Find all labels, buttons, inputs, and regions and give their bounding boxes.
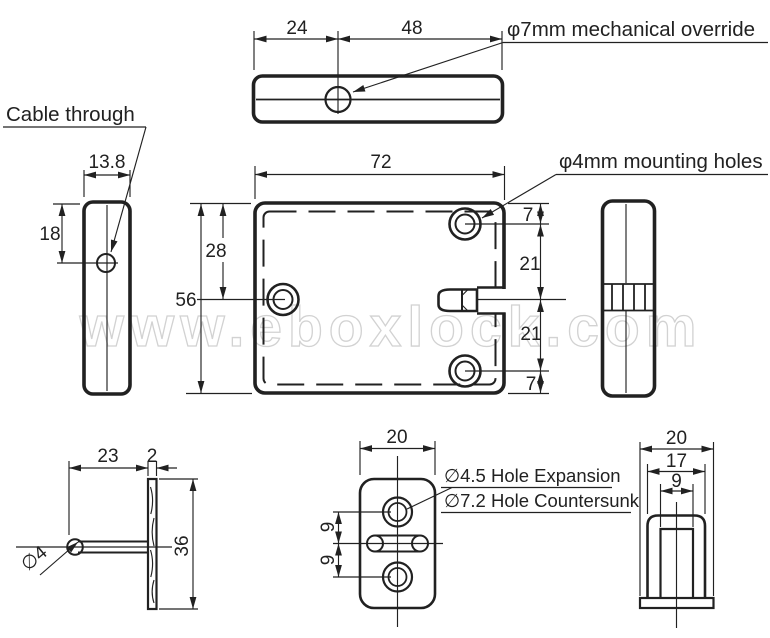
dim-56-text: 56: [175, 290, 196, 311]
dim-7-bottom-text: 7: [526, 374, 537, 395]
dim-17-text: 17: [666, 451, 687, 472]
dim-21-upper-text: 21: [519, 254, 540, 275]
dim-2-text: 2: [147, 446, 158, 467]
hole-spec-leader: [406, 486, 453, 510]
dim-18-text: 18: [39, 224, 60, 245]
dim-28-text: 28: [205, 241, 226, 262]
latch-pin-view: ∅4 23 2 36: [16, 446, 198, 611]
top-view: 24 48: [251, 18, 505, 124]
hole-spec-labels: ∅4.5 Hole Expansion ∅7.2 Hole Countersun…: [406, 465, 640, 514]
dim-23-text: 23: [97, 446, 118, 467]
keeper-view: 20 17 9: [638, 428, 715, 628]
left-side-view: 18 13.8: [39, 152, 132, 396]
dim-9a-text: 9: [318, 522, 339, 533]
dim-24-text: 24: [286, 18, 308, 39]
pin-diameter-leader: [39, 541, 79, 576]
cable-label-text: Cable through: [6, 103, 135, 126]
cable-leader-line: [110, 126, 147, 253]
watermark-text: www.eboxlock.com: [79, 295, 703, 359]
override-label-text: φ7mm mechanical override: [507, 18, 755, 41]
top-view-outline: [251, 74, 505, 124]
dim-20-plate-text: 20: [386, 427, 407, 448]
right-side-view: [600, 199, 657, 398]
dim-9b-text: 9: [318, 555, 339, 566]
expansion-label-text: ∅4.5 Hole Expansion: [444, 465, 621, 486]
right-side-outline: [600, 199, 657, 398]
front-view-inner-dashed: [262, 210, 497, 386]
mounting-label-text: φ4mm mounting holes: [559, 150, 763, 173]
dim-7-top-text: 7: [523, 205, 534, 226]
latch-band: [604, 283, 653, 312]
latch-bolt: [437, 288, 479, 313]
mounting-holes-label: φ4mm mounting holes: [481, 150, 768, 219]
dim-21-lower-text: 21: [520, 324, 541, 345]
dim-20-keeper-text: 20: [666, 428, 687, 449]
mounting-leader-line: [481, 174, 557, 219]
pin-plate: [146, 477, 158, 611]
dim-48-text: 48: [401, 18, 422, 39]
left-side-outline: [82, 200, 132, 396]
strike-plate-view: 9 9 20: [318, 427, 443, 627]
countersunk-label-text: ∅7.2 Hole Countersunk: [444, 490, 640, 511]
dim-36-text: 36: [172, 535, 193, 556]
dim-9-keeper-text: 9: [671, 471, 682, 492]
dim-13_8-text: 13.8: [89, 152, 126, 173]
mechanical-override-label: φ7mm mechanical override: [352, 18, 768, 93]
cable-through-label: Cable through: [3, 103, 147, 253]
front-view: 72 56 28 7 21 21 7: [175, 152, 566, 395]
override-leader-line: [352, 41, 504, 93]
dim-72-text: 72: [370, 152, 391, 173]
